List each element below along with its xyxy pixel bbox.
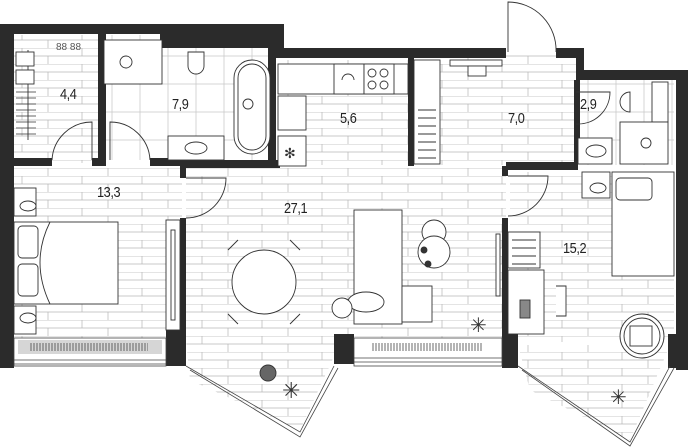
room-area-living-room: 27,1	[284, 200, 308, 217]
room-area-hall-closet: 4,4	[60, 86, 77, 103]
svg-text:✻: ✻	[284, 145, 296, 161]
room-area-kitchen: 5,6	[340, 110, 357, 127]
room-area-kids-room: 15,2	[563, 240, 587, 257]
svg-text:✳: ✳	[610, 387, 627, 409]
svg-text:✳: ✳	[470, 315, 487, 337]
furniture: 88 88 ✻	[13, 39, 675, 409]
svg-text:88 88: 88 88	[56, 42, 81, 53]
windows	[13, 337, 675, 447]
room-area-bedroom: 13,3	[97, 184, 121, 201]
room-area-entrance-hall: 7,0	[508, 110, 525, 127]
doors	[51, 1, 611, 219]
svg-text:✳: ✳	[282, 378, 300, 403]
walls	[0, 24, 688, 370]
room-area-wc: 2,9	[580, 96, 597, 113]
room-area-bathroom: 7,9	[172, 96, 189, 113]
